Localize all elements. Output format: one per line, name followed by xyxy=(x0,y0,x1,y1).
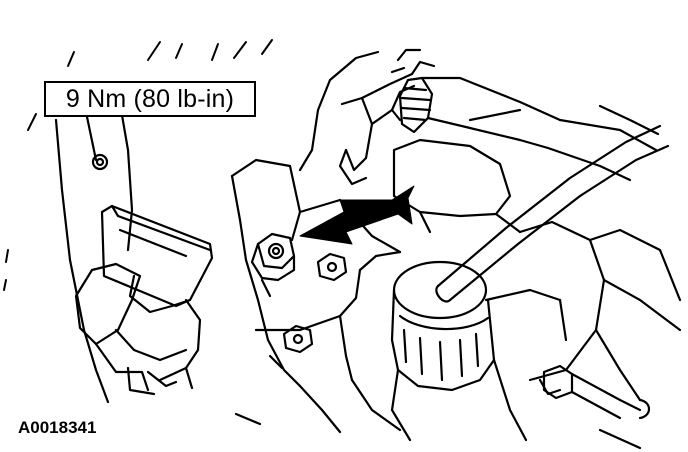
dashed-hatch-marks xyxy=(3,39,273,291)
upper-bracket xyxy=(338,48,436,186)
right-frame xyxy=(392,104,660,234)
electrical-connector xyxy=(74,204,214,396)
left-body-panel xyxy=(54,80,134,404)
central-housing xyxy=(230,50,402,434)
corrugated-hose xyxy=(398,76,562,150)
bolt-lower xyxy=(282,324,314,354)
filter-canister xyxy=(390,260,562,442)
main-bolt xyxy=(250,232,296,298)
bolts xyxy=(250,232,348,354)
arrow-icon xyxy=(299,185,415,245)
torque-spec-label: 9 Nm (80 lb-in) xyxy=(44,81,256,117)
lower-right-assembly xyxy=(518,220,682,450)
figure-id-label: A0018341 xyxy=(18,418,97,437)
tube xyxy=(435,124,670,303)
bolt-upper-right xyxy=(316,252,348,282)
